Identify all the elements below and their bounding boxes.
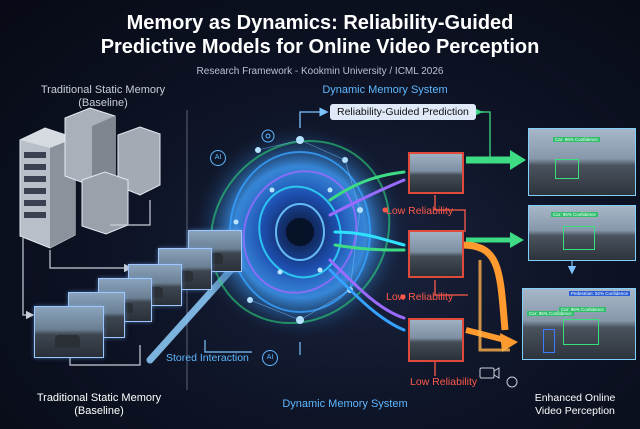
dynamic-memory-label-top: Dynamic Memory System bbox=[322, 84, 448, 96]
detection-label: Car: 96% Confidence bbox=[551, 212, 598, 217]
output-frame: Pedestrian: 92% Confidence Car: 96% Conf… bbox=[522, 288, 636, 360]
prediction-frame bbox=[408, 318, 464, 362]
detection-box bbox=[563, 319, 599, 345]
video-frame bbox=[34, 306, 104, 358]
static-memory-label-top: Traditional Static Memory(Baseline) bbox=[40, 84, 166, 109]
detection-label: Car: 96% Confidence bbox=[527, 311, 574, 316]
low-reliability-label: Low Reliability bbox=[386, 205, 454, 217]
prediction-label: Reliability-Guided Prediction bbox=[330, 104, 476, 120]
detection-box bbox=[563, 226, 595, 250]
video-camera-icon bbox=[479, 367, 500, 379]
stored-interaction-label: Stored Interaction bbox=[166, 352, 249, 364]
detection-box bbox=[555, 159, 579, 179]
prediction-frame bbox=[408, 230, 464, 278]
detection-label: Pedestrian: 92% Confidence bbox=[569, 291, 631, 296]
output-frame: Car: 96% Confidence bbox=[528, 205, 636, 261]
detection-box bbox=[543, 329, 555, 353]
title-line-2: Predictive Models for Online Video Perce… bbox=[100, 36, 540, 58]
server-rack-icon bbox=[19, 107, 161, 249]
detection-label: Car: 96% Confidence bbox=[559, 307, 606, 312]
title-line-1: Memory as Dynamics: Reliability-Guided bbox=[126, 12, 514, 34]
static-memory-label-bottom: Traditional Static Memory(Baseline) bbox=[36, 392, 162, 417]
low-reliability-label: Low Reliability bbox=[410, 376, 478, 388]
low-reliability-label: Low Reliability bbox=[386, 291, 454, 303]
detection-label: Car: 96% Confidence bbox=[553, 137, 600, 142]
neural-network-icon bbox=[261, 129, 275, 143]
dynamic-memory-label-bottom: Dynamic Memory System bbox=[282, 398, 408, 410]
subtitle: Research Framework - Kookmin University … bbox=[196, 66, 444, 77]
ai-chip-icon: AI bbox=[262, 350, 278, 366]
prediction-frame bbox=[408, 152, 464, 194]
ai-chip-icon: AI bbox=[210, 150, 226, 166]
output-frame: Car: 96% Confidence bbox=[528, 128, 636, 196]
